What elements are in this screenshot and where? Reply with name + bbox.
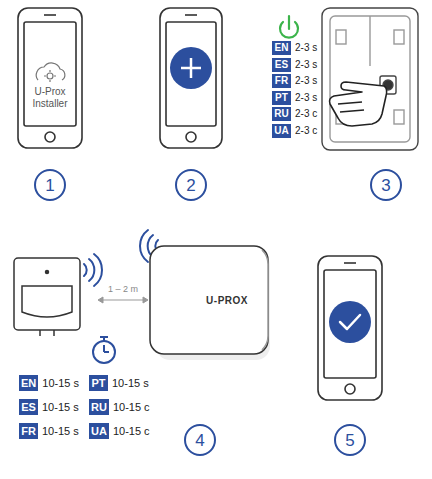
language-time-row: ES10-15 s bbox=[19, 399, 79, 415]
signal-waves bbox=[84, 230, 158, 286]
language-code: EN bbox=[272, 41, 291, 55]
language-time-row: ES 2-3 s bbox=[272, 58, 317, 72]
duration: 10-15 s bbox=[42, 423, 79, 439]
language-code: RU bbox=[89, 399, 109, 415]
step-number: 1 bbox=[34, 169, 66, 201]
phone-1 bbox=[18, 8, 82, 148]
phone-2 bbox=[160, 8, 222, 148]
app-icon bbox=[36, 63, 65, 82]
app-screen: U-Prox Installer bbox=[24, 86, 76, 120]
duration: 10-15 s bbox=[112, 375, 149, 391]
language-code: ES bbox=[272, 58, 291, 72]
duration: 2-3 s bbox=[295, 58, 317, 72]
power-icon bbox=[280, 16, 298, 38]
language-code: FR bbox=[19, 423, 38, 439]
distance-label: 1 – 2 m bbox=[106, 284, 140, 294]
motion-detector bbox=[14, 258, 80, 336]
duration: 10-15 c bbox=[113, 399, 150, 415]
language-time-row: RU 2-3 c bbox=[272, 107, 317, 121]
language-code: UA bbox=[89, 423, 109, 439]
language-code: ES bbox=[19, 399, 38, 415]
callout-number: 3 bbox=[381, 177, 390, 194]
language-time-row: PT 2-3 s bbox=[272, 91, 317, 105]
language-time-row: RU10-15 c bbox=[89, 399, 150, 415]
step-number: 3 bbox=[370, 169, 402, 201]
duration: 2-3 c bbox=[295, 124, 317, 138]
callout-number: 5 bbox=[345, 432, 354, 449]
brand-logo: U-PROX bbox=[206, 295, 248, 306]
language-time-row: PT10-15 s bbox=[89, 375, 149, 391]
phone-5 bbox=[318, 256, 382, 400]
duration: 2-3 c bbox=[295, 107, 317, 121]
duration: 2-3 s bbox=[295, 41, 317, 55]
language-time-row: UA 2-3 c bbox=[272, 124, 317, 138]
callout-number: 4 bbox=[195, 432, 204, 449]
hub-body: U-PROX bbox=[150, 246, 268, 354]
language-code: PT bbox=[89, 375, 108, 391]
hub bbox=[150, 246, 270, 360]
success-check bbox=[329, 301, 371, 343]
duration: 2-3 s bbox=[295, 74, 317, 88]
language-code: RU bbox=[272, 107, 291, 121]
language-code: UA bbox=[272, 124, 291, 138]
callout-number: 2 bbox=[186, 177, 195, 194]
distance-arrow bbox=[98, 297, 148, 303]
hand bbox=[330, 82, 387, 126]
duration: 10-15 s bbox=[42, 375, 79, 391]
language-code: EN bbox=[19, 375, 38, 391]
language-time-row: UA10-15 c bbox=[89, 423, 150, 439]
callout-number: 1 bbox=[45, 177, 54, 194]
app-name: U-Prox Installer bbox=[24, 86, 76, 110]
duration: 10-15 s bbox=[42, 399, 79, 415]
step-number: 4 bbox=[184, 424, 216, 456]
timer-icon bbox=[93, 337, 115, 363]
mounting-plate bbox=[322, 8, 418, 150]
language-time-row: FR10-15 s bbox=[19, 423, 79, 439]
language-code: FR bbox=[272, 74, 291, 88]
language-time-row: EN10-15 s bbox=[19, 375, 79, 391]
language-time-row: FR 2-3 s bbox=[272, 74, 317, 88]
step-number: 5 bbox=[334, 424, 366, 456]
add-button bbox=[170, 47, 212, 89]
language-code: PT bbox=[272, 91, 291, 105]
duration: 2-3 s bbox=[295, 91, 317, 105]
language-time-row: EN 2-3 s bbox=[272, 41, 317, 55]
duration: 10-15 c bbox=[113, 423, 150, 439]
step-number: 2 bbox=[175, 169, 207, 201]
